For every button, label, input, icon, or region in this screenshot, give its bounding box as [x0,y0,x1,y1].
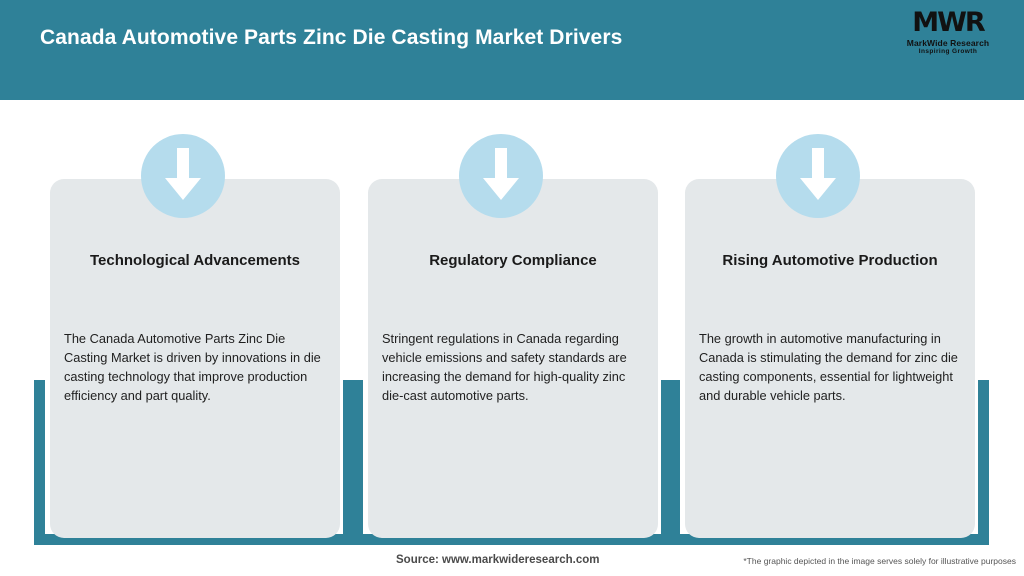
driver-cards-container: Technological Advancements The Canada Au… [0,100,1024,545]
card-title: Rising Automotive Production [722,252,938,269]
card-panel: Rising Automotive Production The growth … [685,179,975,538]
card-panel: Regulatory Compliance Stringent regulati… [368,179,658,538]
arrow-down-icon [459,134,543,218]
bracket-bottom-bar [352,534,672,545]
arrow-down-icon [776,134,860,218]
bracket-left-bar [34,380,45,545]
driver-card-1: Technological Advancements The Canada Au… [34,100,354,545]
card-body-text: The Canada Automotive Parts Zinc Die Cas… [64,331,321,403]
card-panel: Technological Advancements The Canada Au… [50,179,340,538]
source-label: Source: www.markwideresearch.com [396,554,600,566]
driver-card-3: Rising Automotive Production The growth … [669,100,989,545]
card-title: Technological Advancements [89,252,301,269]
card-bracket-frame [669,380,989,545]
bracket-right-bar [343,380,354,545]
bracket-left-bar [352,380,363,545]
header-bar: Canada Automotive Parts Zinc Die Casting… [0,0,1024,100]
card-bracket-frame [352,380,672,545]
page-title: Canada Automotive Parts Zinc Die Casting… [40,26,623,49]
card-body-text: The growth in automotive manufacturing i… [699,331,958,403]
bracket-right-bar [978,380,989,545]
card-title: Regulatory Compliance [429,252,597,269]
bracket-left-bar [669,380,680,545]
card-bracket-frame [34,380,354,545]
card-body-text: Stringent regulations in Canada regardin… [382,331,627,403]
logo-tagline: Inspiring Growth [918,48,978,55]
logo-company-name: MarkWide Research [906,38,990,48]
brand-logo: MWR MarkWide Research Inspiring Growth [894,8,1002,62]
footer: Source: www.markwideresearch.com *The gr… [0,545,1024,576]
bracket-bottom-bar [669,534,989,545]
disclaimer-text: *The graphic depicted in the image serve… [743,556,1016,566]
driver-card-2: Regulatory Compliance Stringent regulati… [352,100,672,545]
logo-wordmark: MWR [912,7,985,38]
bracket-bottom-bar [34,534,354,545]
bracket-right-bar [661,380,672,545]
arrow-down-icon [141,134,225,218]
